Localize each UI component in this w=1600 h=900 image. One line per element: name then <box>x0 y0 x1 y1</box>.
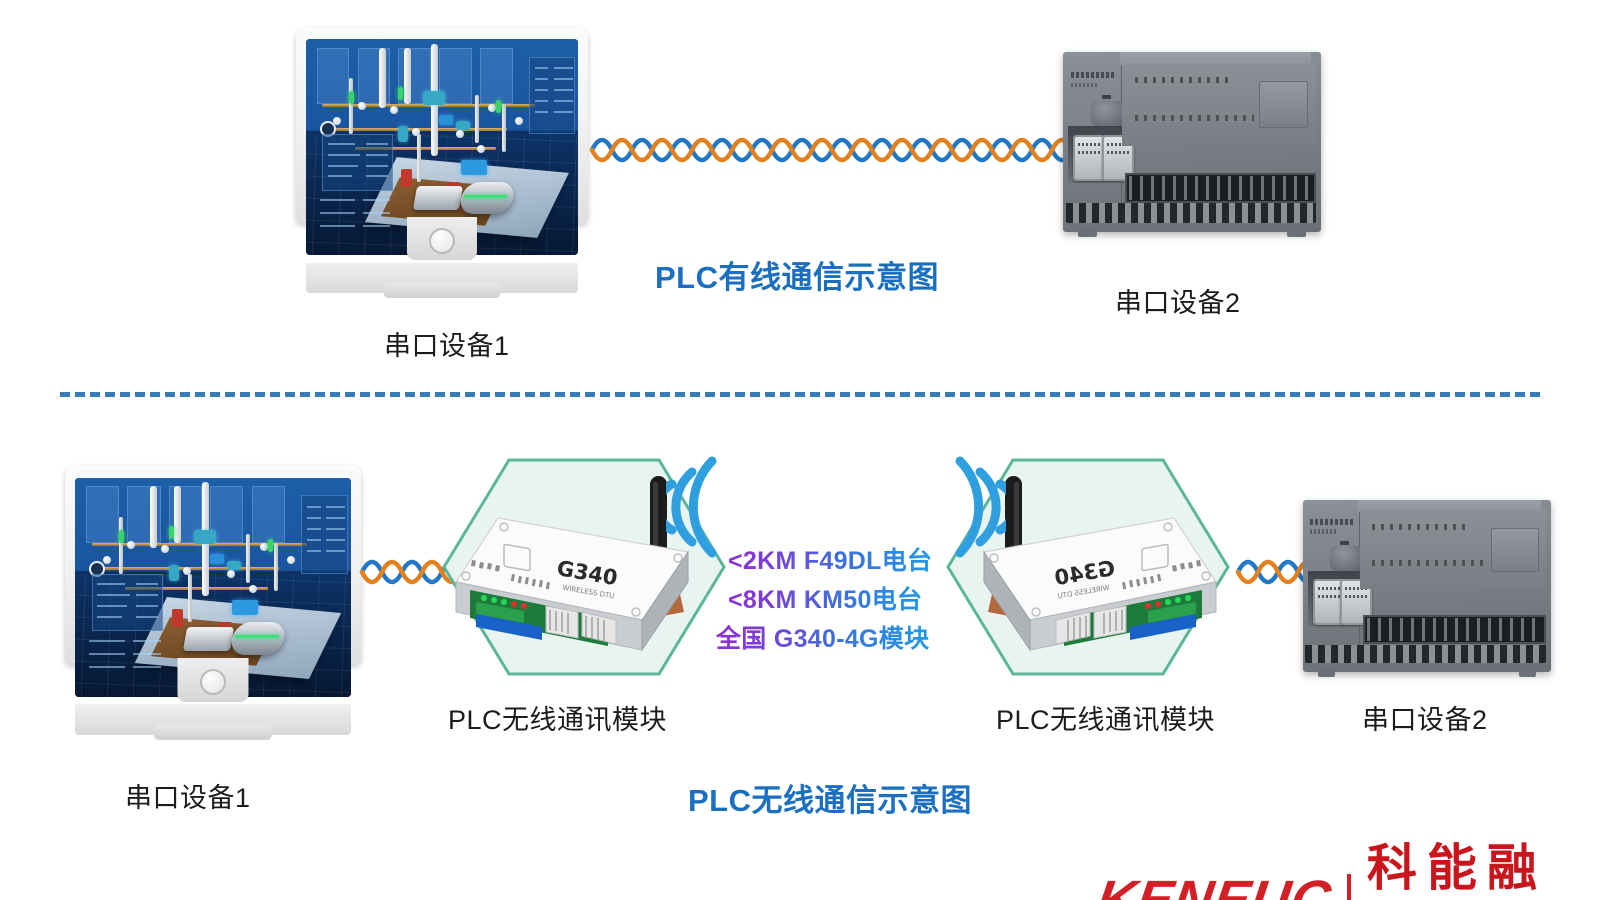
label-wireless-module-right: PLC无线通讯模块 <box>996 705 1216 735</box>
module-body-right: G340 WIRELESS DTU <box>982 517 1217 652</box>
plc-wired-right <box>1063 52 1321 238</box>
terminal-connector-right <box>1130 614 1196 640</box>
plc-status-led-run <box>1340 541 1350 546</box>
db9-port-1[interactable] <box>1073 134 1106 181</box>
plc-foot-right <box>1518 670 1537 678</box>
company-logo: KENEUC 科能融合 <box>1093 828 1600 900</box>
plc-vent-row-top <box>1135 77 1234 84</box>
twisted-pair-cable-wired <box>589 137 1075 163</box>
plc-model-text <box>1070 82 1100 88</box>
wifi-signal-icon-left <box>666 456 717 558</box>
scada-visualization <box>75 477 351 697</box>
rj45-port-b-right <box>1055 611 1091 645</box>
spec-line-1: <2KM F49DL电台 <box>728 541 932 577</box>
plc-foot-right <box>1287 230 1306 238</box>
plc-wireless-right <box>1303 500 1551 678</box>
label-wireless-left-device: 串口设备1 <box>125 783 251 813</box>
monitor-power-button[interactable] <box>429 227 455 254</box>
plc-access-hatch[interactable] <box>1259 80 1309 128</box>
label-wireless-module-left: PLC无线通讯模块 <box>448 705 668 735</box>
label-wired-right-device: 串口设备2 <box>1115 288 1241 318</box>
terminal-connector-left <box>476 614 542 640</box>
status-leds-right <box>1145 595 1191 609</box>
plc-terminal-block <box>1362 615 1547 645</box>
title-wireless: PLC无线通信示意图 <box>688 783 972 818</box>
plc-status-led-run <box>1101 95 1111 100</box>
plc-mode-dial[interactable] <box>1330 546 1363 571</box>
plc-brand-text <box>1070 71 1115 79</box>
plc-model-text <box>1310 529 1338 534</box>
wireless-module-right: G340 WIRELESS DTU <box>938 452 1238 682</box>
monitor-base <box>153 724 273 740</box>
logo-english-text: KENEUC <box>1092 870 1336 900</box>
status-leds-left <box>481 595 527 609</box>
logo-separator <box>1347 874 1351 900</box>
wifi-signal-icon-right <box>955 456 1006 558</box>
monitor-base <box>383 283 501 298</box>
module-body-left: G340 WIRELESS DTU <box>455 517 690 652</box>
plc-foot-left <box>1317 670 1336 678</box>
monitor-wireless-left <box>65 466 361 740</box>
spec-line-2: <8KM KM50电台 <box>728 580 922 616</box>
spec-line-3: 全国 G340-4G模块 <box>716 619 929 655</box>
plc-terminal-block <box>1124 172 1316 204</box>
plc-brand-text <box>1310 518 1353 525</box>
monitor-screen <box>75 477 351 697</box>
rj45-port-b-left <box>581 611 617 645</box>
plc-vent-row-mid <box>1135 115 1254 121</box>
plc-access-hatch[interactable] <box>1491 527 1539 573</box>
logo-chinese-text: 科能融合 <box>1366 839 1547 897</box>
monitor-wired-left <box>296 28 588 298</box>
monitor-power-button[interactable] <box>200 668 226 695</box>
label-wired-left-device: 串口设备1 <box>384 331 510 361</box>
plc-ventilation-slots <box>1305 644 1547 664</box>
wireless-module-left: G340 WIRELESS DTU <box>434 452 734 682</box>
label-wireless-right-device: 串口设备2 <box>1362 705 1488 735</box>
plc-vent-row-mid <box>1372 560 1487 567</box>
plc-vent-row-top <box>1372 524 1467 531</box>
title-wired: PLC有线通信示意图 <box>655 260 939 295</box>
monitor-screen <box>305 39 579 256</box>
db9-port-1[interactable] <box>1312 579 1345 626</box>
plc-foot-left <box>1078 230 1097 238</box>
section-divider <box>60 392 1540 397</box>
plc-mode-dial[interactable] <box>1091 100 1125 126</box>
plc-ventilation-slots <box>1065 203 1316 223</box>
